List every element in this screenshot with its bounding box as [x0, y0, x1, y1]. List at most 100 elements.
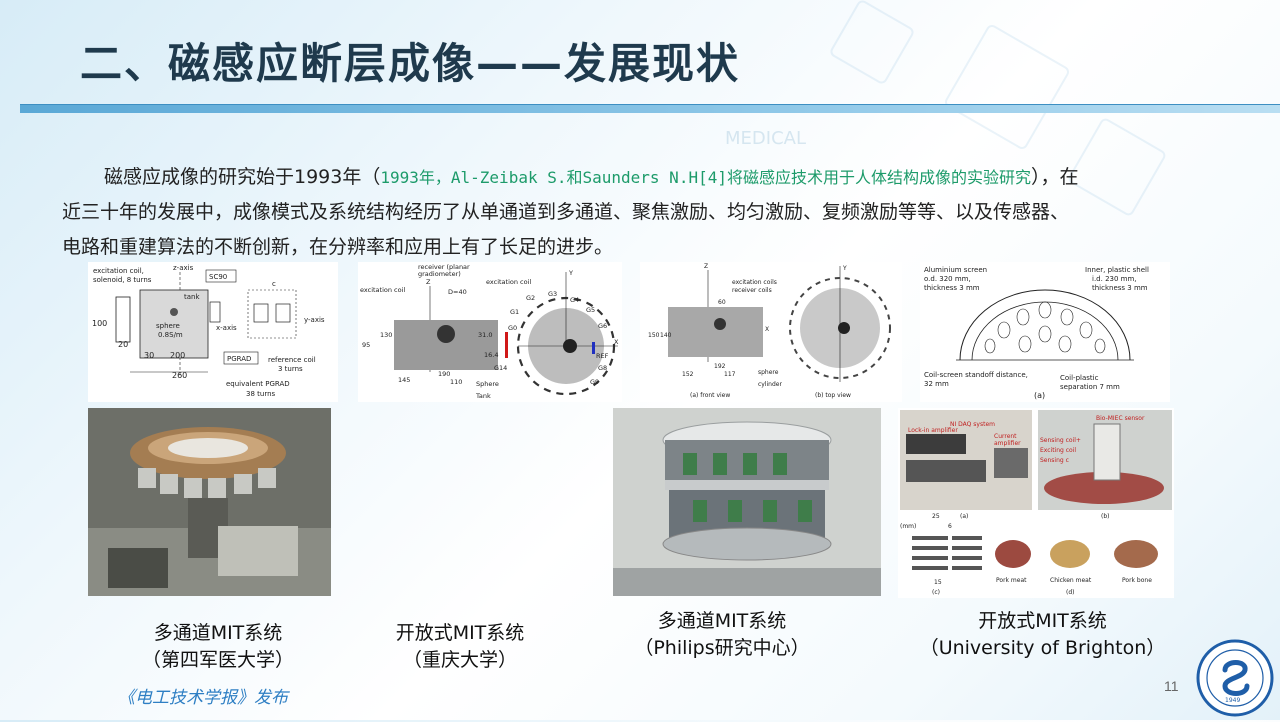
caption-1-title: 多通道MIT系统 [153, 622, 283, 644]
fig2-y: Y [568, 269, 573, 277]
fig2-receiver2: gradiometer) [418, 270, 461, 278]
fig2-g3: G3 [548, 290, 557, 298]
figure-schematic-1: excitation coil, solenoid, 8 turns z-axi… [88, 262, 338, 402]
fig2-d110: 110 [450, 378, 462, 386]
caption-2: 开放式MIT系统 （重庆大学） [360, 620, 560, 674]
fig2-tank: Tank [475, 392, 491, 400]
fig3-top: (b) top view [815, 392, 851, 399]
fig1-sphere-cond: 0.8S/m [158, 331, 183, 339]
fig5-bone: Pork bone [1122, 577, 1152, 584]
fig4-coilscreen: Coil-screen standoff distance, [924, 371, 1028, 379]
slide-title: 二、磁感应断层成像——发展现状 [80, 39, 741, 88]
fig4-al2: o.d. 320 mm, [924, 275, 971, 283]
journal-reference: 《电工技术学报》发布 [118, 688, 288, 708]
fig5-b: (b) [1101, 513, 1110, 520]
fig1-excitation-label2: solenoid, 8 turns [93, 276, 152, 284]
fig3-d117: 117 [724, 371, 736, 378]
fig3-d140: 140 [660, 332, 672, 339]
figure-schematic-2: receiver (planar gradiometer) excitation… [358, 262, 622, 402]
fig1-d260: 260 [172, 371, 187, 380]
fig2-g2: G2 [526, 294, 535, 302]
caption-4-source: （University of Brighton） [919, 637, 1166, 659]
logo-year: 1949 [1225, 697, 1240, 704]
para-line2: 近三十年的发展中，成像模式及系统结构经历了从单通道到多通道、聚焦激励、均匀激励、… [62, 201, 1070, 223]
fig5-sensing2: Sensing c [1040, 457, 1069, 464]
fig2-g1: G1 [510, 308, 519, 316]
fig1-d30: 30 [144, 351, 154, 360]
fig2-d95: 95 [362, 341, 370, 349]
fig1-d20: 20 [118, 340, 128, 349]
fig2-x: X [614, 338, 619, 346]
fig2-d145: 145 [398, 376, 410, 384]
fig2-excitation2: excitation coil [486, 278, 531, 286]
fig2-d130: 130 [380, 331, 392, 339]
fig4-inner: Inner, plastic shell [1085, 266, 1149, 274]
fig4-al3: thickness 3 mm [924, 284, 980, 292]
fig5-sensing: Sensing coil+ [1040, 437, 1081, 444]
decor-hexagon [828, 0, 916, 86]
fig5-sensor: Bio-MIEC sensor [1096, 415, 1145, 422]
fig3-receiver: receiver coils [732, 287, 772, 294]
intro-paragraph: 磁感应成像的研究始于1993年（1993年，Al-Zeibak S.和Saund… [62, 160, 1202, 265]
fig4-a: (a) [1034, 391, 1045, 400]
fig2-z: Z [426, 278, 431, 286]
fig5-current: Current [994, 433, 1017, 440]
fig1-eqturns: 38 turns [246, 390, 276, 398]
para-line1-after: ），在 [1030, 166, 1079, 188]
figure-brighton-setup: NI DAQ system Lock-in amplifier Current … [898, 408, 1174, 598]
para-line1-before: 磁感应成像的研究始于1993年（ [104, 166, 381, 188]
caption-2-source: （重庆大学） [402, 649, 517, 671]
watermark-text: MEDICAL [725, 128, 806, 149]
figure-dome: Aluminium screen o.d. 320 mm, thickness … [920, 262, 1170, 402]
fig4-coilscreen2: 32 mm [924, 380, 949, 388]
fig1-sc90: SC90 [209, 273, 227, 281]
fig5-exciting: Exciting coil [1040, 447, 1076, 454]
fig3-z: Z [704, 263, 708, 270]
fig4-al: Aluminium screen [924, 266, 987, 274]
fig2-g5: G5 [586, 306, 595, 314]
fig5-nidaq: NI DAQ system [950, 421, 995, 428]
fig3-front: (a) front view [690, 392, 730, 399]
fig1-refturns: 3 turns [278, 365, 303, 373]
fig3-cylinder: cylinder [758, 381, 782, 388]
university-logo: 1949 [1195, 638, 1275, 718]
fig3-d192: 192 [714, 363, 726, 370]
fig2-receiver: receiver (planar [418, 263, 470, 271]
caption-1-source: （第四军医大学） [141, 649, 294, 671]
fig2-d31: 31.0 [478, 331, 492, 339]
caption-2-title: 开放式MIT系统 [395, 622, 525, 644]
fig3-x: X [765, 326, 769, 333]
fig2-ref: REF [596, 352, 609, 360]
fig2-g8: G8 [598, 364, 607, 372]
fig1-refcoil: reference coil [268, 356, 316, 364]
caption-4-title: 开放式MIT系统 [978, 610, 1107, 632]
fig1-xaxis: x-axis [216, 324, 237, 332]
fig1-d200: 200 [170, 351, 185, 360]
fig3-sphere: sphere [758, 369, 779, 376]
decor-hexagon [942, 22, 1072, 152]
fig1-dim-c: c [272, 280, 276, 288]
page-number: 11 [1164, 678, 1179, 694]
fig5-d6: 6 [948, 523, 952, 530]
caption-3: 多通道MIT系统 （Philips研究中心） [612, 608, 832, 662]
fig1-tank-label: tank [184, 293, 200, 301]
para-citation: 1993年，Al-Zeibak S.和Saunders N.H[4]将磁感应技术… [380, 168, 1031, 187]
title-underline [20, 104, 1280, 113]
para-line3: 电路和重建算法的不断创新，在分辨率和应用上有了长足的进步。 [62, 236, 614, 258]
fig5-a: (a) [960, 513, 968, 520]
fig2-excitation: excitation coil [360, 286, 405, 294]
fig5-pork: Pork meat [996, 577, 1027, 584]
fig2-g0: G0 [508, 324, 517, 332]
fig4-coilplastic: Coil-plastic [1060, 374, 1099, 382]
fig4-coilplastic2: separation 7 mm [1060, 383, 1120, 391]
fig5-chicken: Chicken meat [1050, 577, 1092, 584]
fig5-d: (d) [1066, 589, 1075, 596]
fig5-c: (c) [932, 589, 940, 596]
fig2-d16: 16.4 [484, 351, 498, 359]
fig1-eqpgrad: equivalent PGRAD [226, 380, 290, 388]
fig2-d190: 190 [438, 370, 450, 378]
caption-3-source: （Philips研究中心） [634, 637, 810, 659]
fig5-d15: 15 [934, 579, 942, 586]
caption-1: 多通道MIT系统 （第四军医大学） [118, 620, 318, 674]
caption-4: 开放式MIT系统 （University of Brighton） [915, 608, 1170, 662]
